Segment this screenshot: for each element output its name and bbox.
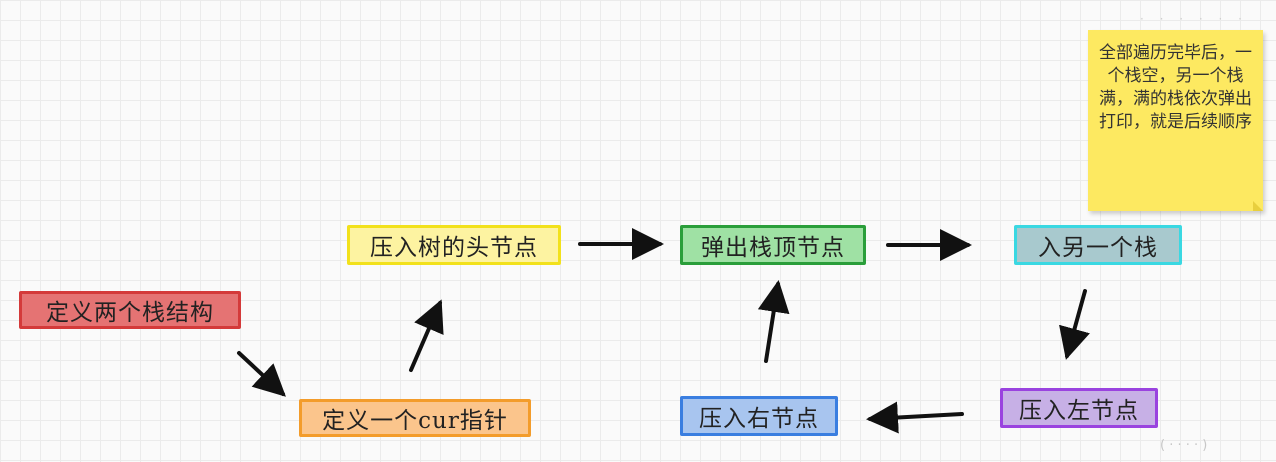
sticky-note-text: 全部遍历完毕后，一个栈空，另一个栈满，满的栈依次弹出打印，就是后续顺序: [1099, 43, 1252, 132]
node-define-cur[interactable]: 定义一个cur指针: [299, 399, 531, 437]
node-pop-top[interactable]: 弹出栈顶节点: [680, 225, 866, 265]
node-push-other[interactable]: 入另一个栈: [1014, 225, 1182, 265]
node-pop-top-label: 弹出栈顶节点: [701, 235, 845, 261]
arrow-push-other-to-push-left: [1059, 289, 1090, 360]
node-push-right-label: 压入右节点: [699, 406, 819, 432]
node-push-right[interactable]: 压入右节点: [680, 396, 838, 436]
sticky-note[interactable]: 全部遍历完毕后，一个栈空，另一个栈满，满的栈依次弹出打印，就是后续顺序: [1088, 30, 1263, 211]
node-push-root[interactable]: 压入树的头节点: [347, 225, 561, 265]
node-define-cur-label: 定义一个cur指针: [322, 408, 508, 434]
node-define-stacks[interactable]: 定义两个栈结构: [19, 291, 241, 329]
node-push-root-label: 压入树的头节点: [370, 235, 538, 261]
arrow-push-right-to-pop-top: [757, 280, 790, 363]
node-push-other-label: 入另一个栈: [1038, 235, 1158, 261]
top-decoration: · · · · · ·: [1140, 12, 1248, 26]
node-define-stacks-label: 定义两个栈结构: [46, 300, 214, 326]
arrow-define-cur-to-push-root: [409, 299, 444, 372]
watermark: ( · · · · ): [1160, 438, 1208, 453]
sticky-note-fold: [1253, 201, 1263, 211]
node-push-left[interactable]: 压入左节点: [1000, 388, 1158, 428]
node-push-left-label: 压入左节点: [1019, 398, 1139, 424]
arrow-push-left-to-push-right: [866, 401, 964, 434]
arrow-define-stacks-to-define-cur: [237, 351, 286, 397]
